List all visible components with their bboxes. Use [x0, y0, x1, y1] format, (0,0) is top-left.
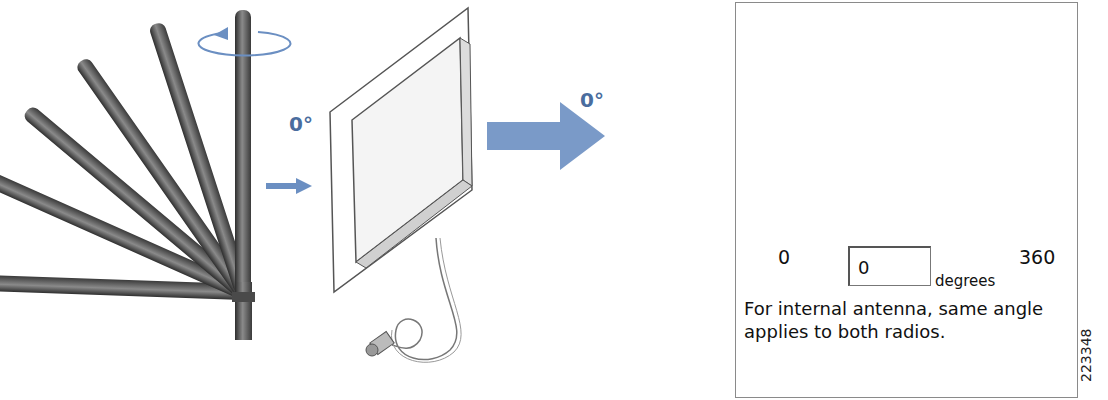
- dipole-antenna: [0, 10, 251, 300]
- antenna-rod: [75, 56, 250, 296]
- angle-input: 0: [848, 246, 931, 286]
- antenna-hinge: [232, 292, 255, 302]
- text-slot: 223348: [1076, 329, 1095, 382]
- text-slot: degrees: [935, 271, 995, 291]
- angle-label: 0°: [580, 88, 604, 113]
- antenna-rod: [235, 10, 251, 292]
- note-text: For internal antenna, same angle applies…: [744, 297, 1070, 343]
- figure-number: 223348: [1077, 329, 1095, 382]
- unit-label: degrees: [935, 272, 995, 291]
- direction-arrow: [487, 102, 605, 170]
- patch-antenna: [330, 8, 472, 362]
- text-slot: 0°: [289, 112, 313, 137]
- text-slot: 0°: [580, 88, 604, 113]
- rotation-arrowhead: [214, 27, 228, 40]
- antenna-base: [235, 282, 252, 340]
- input-value: 0: [858, 256, 869, 279]
- settings-panel: 0 360 degreesFor internal antenna, same an…: [735, 2, 1078, 398]
- direction-arrowhead: [296, 178, 312, 194]
- direction-arrow: [266, 183, 298, 189]
- slider-max: 360: [1019, 245, 1055, 269]
- text-slot: 0: [858, 256, 869, 279]
- text-slot: 0: [778, 245, 790, 269]
- angle-label: 0°: [289, 112, 313, 137]
- text-slot: For internal antenna, same angle applies…: [744, 297, 1070, 343]
- slider-min: 0: [778, 245, 790, 269]
- rotation-arrow: [198, 32, 290, 55]
- text-slot: 360: [1019, 245, 1055, 269]
